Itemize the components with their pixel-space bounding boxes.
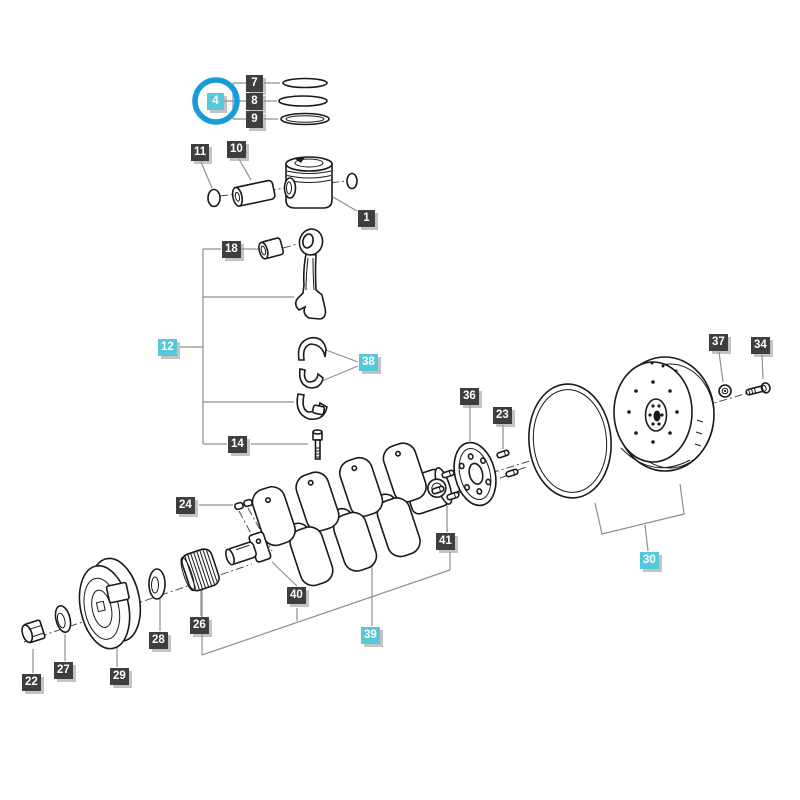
part-label-27[interactable]: 27	[54, 662, 73, 679]
flywheel-washer-drawing	[718, 384, 732, 398]
part-label-9[interactable]: 9	[246, 111, 263, 128]
ring-gear-drawing	[528, 383, 612, 499]
part-label-39[interactable]: 39	[361, 627, 380, 644]
flywheel-drawing	[613, 356, 715, 472]
crank-nut-drawing	[21, 619, 46, 644]
part-label-7[interactable]: 7	[246, 75, 263, 92]
part-label-29[interactable]: 29	[110, 668, 129, 685]
part-label-22[interactable]: 22	[22, 674, 41, 691]
crank-pulley-drawing	[78, 557, 142, 650]
crankshaft-drawing	[225, 442, 461, 587]
connecting-rod-drawing	[258, 228, 327, 320]
part-label-10[interactable]: 10	[227, 141, 246, 158]
piston-pin-snapring-drawing	[207, 179, 276, 208]
part-label-37[interactable]: 37	[709, 334, 728, 351]
rod-bearing-shells-drawing	[296, 336, 328, 421]
part-label-18[interactable]: 18	[222, 241, 241, 258]
rod-bolt-drawing	[312, 429, 323, 460]
piston-rings-drawing	[278, 77, 330, 126]
part-label-40[interactable]: 40	[287, 587, 306, 604]
part-label-34[interactable]: 34	[751, 337, 770, 354]
flange-bolts-drawing	[431, 449, 519, 501]
part-label-1[interactable]: 1	[358, 210, 375, 227]
thrust-washer-drawing	[148, 568, 166, 600]
part-label-30[interactable]: 30	[640, 552, 659, 569]
part-label-26[interactable]: 26	[190, 617, 209, 634]
part-label-11[interactable]: 11	[191, 144, 210, 161]
piston-drawing	[283, 156, 358, 209]
part-label-23[interactable]: 23	[493, 407, 512, 424]
part-label-8[interactable]: 8	[246, 93, 263, 110]
part-label-12[interactable]: 12	[158, 339, 177, 356]
part-label-24[interactable]: 24	[176, 497, 195, 514]
pulley-washer-drawing	[54, 604, 72, 634]
highlight-ring	[192, 77, 240, 125]
part-label-14[interactable]: 14	[228, 436, 247, 453]
flywheel-bolt-drawing	[745, 382, 771, 396]
part-label-38[interactable]: 38	[359, 354, 378, 371]
part-label-36[interactable]: 36	[460, 388, 479, 405]
part-label-28[interactable]: 28	[149, 632, 168, 649]
part-label-41[interactable]: 41	[436, 533, 455, 550]
rear-flange-plate-drawing	[453, 441, 497, 507]
leader-lines	[32, 82, 764, 673]
woodruff-keys-drawing	[234, 498, 253, 511]
timing-gear-drawing	[180, 548, 220, 592]
part-label-4-selected[interactable]: 4	[207, 93, 224, 110]
